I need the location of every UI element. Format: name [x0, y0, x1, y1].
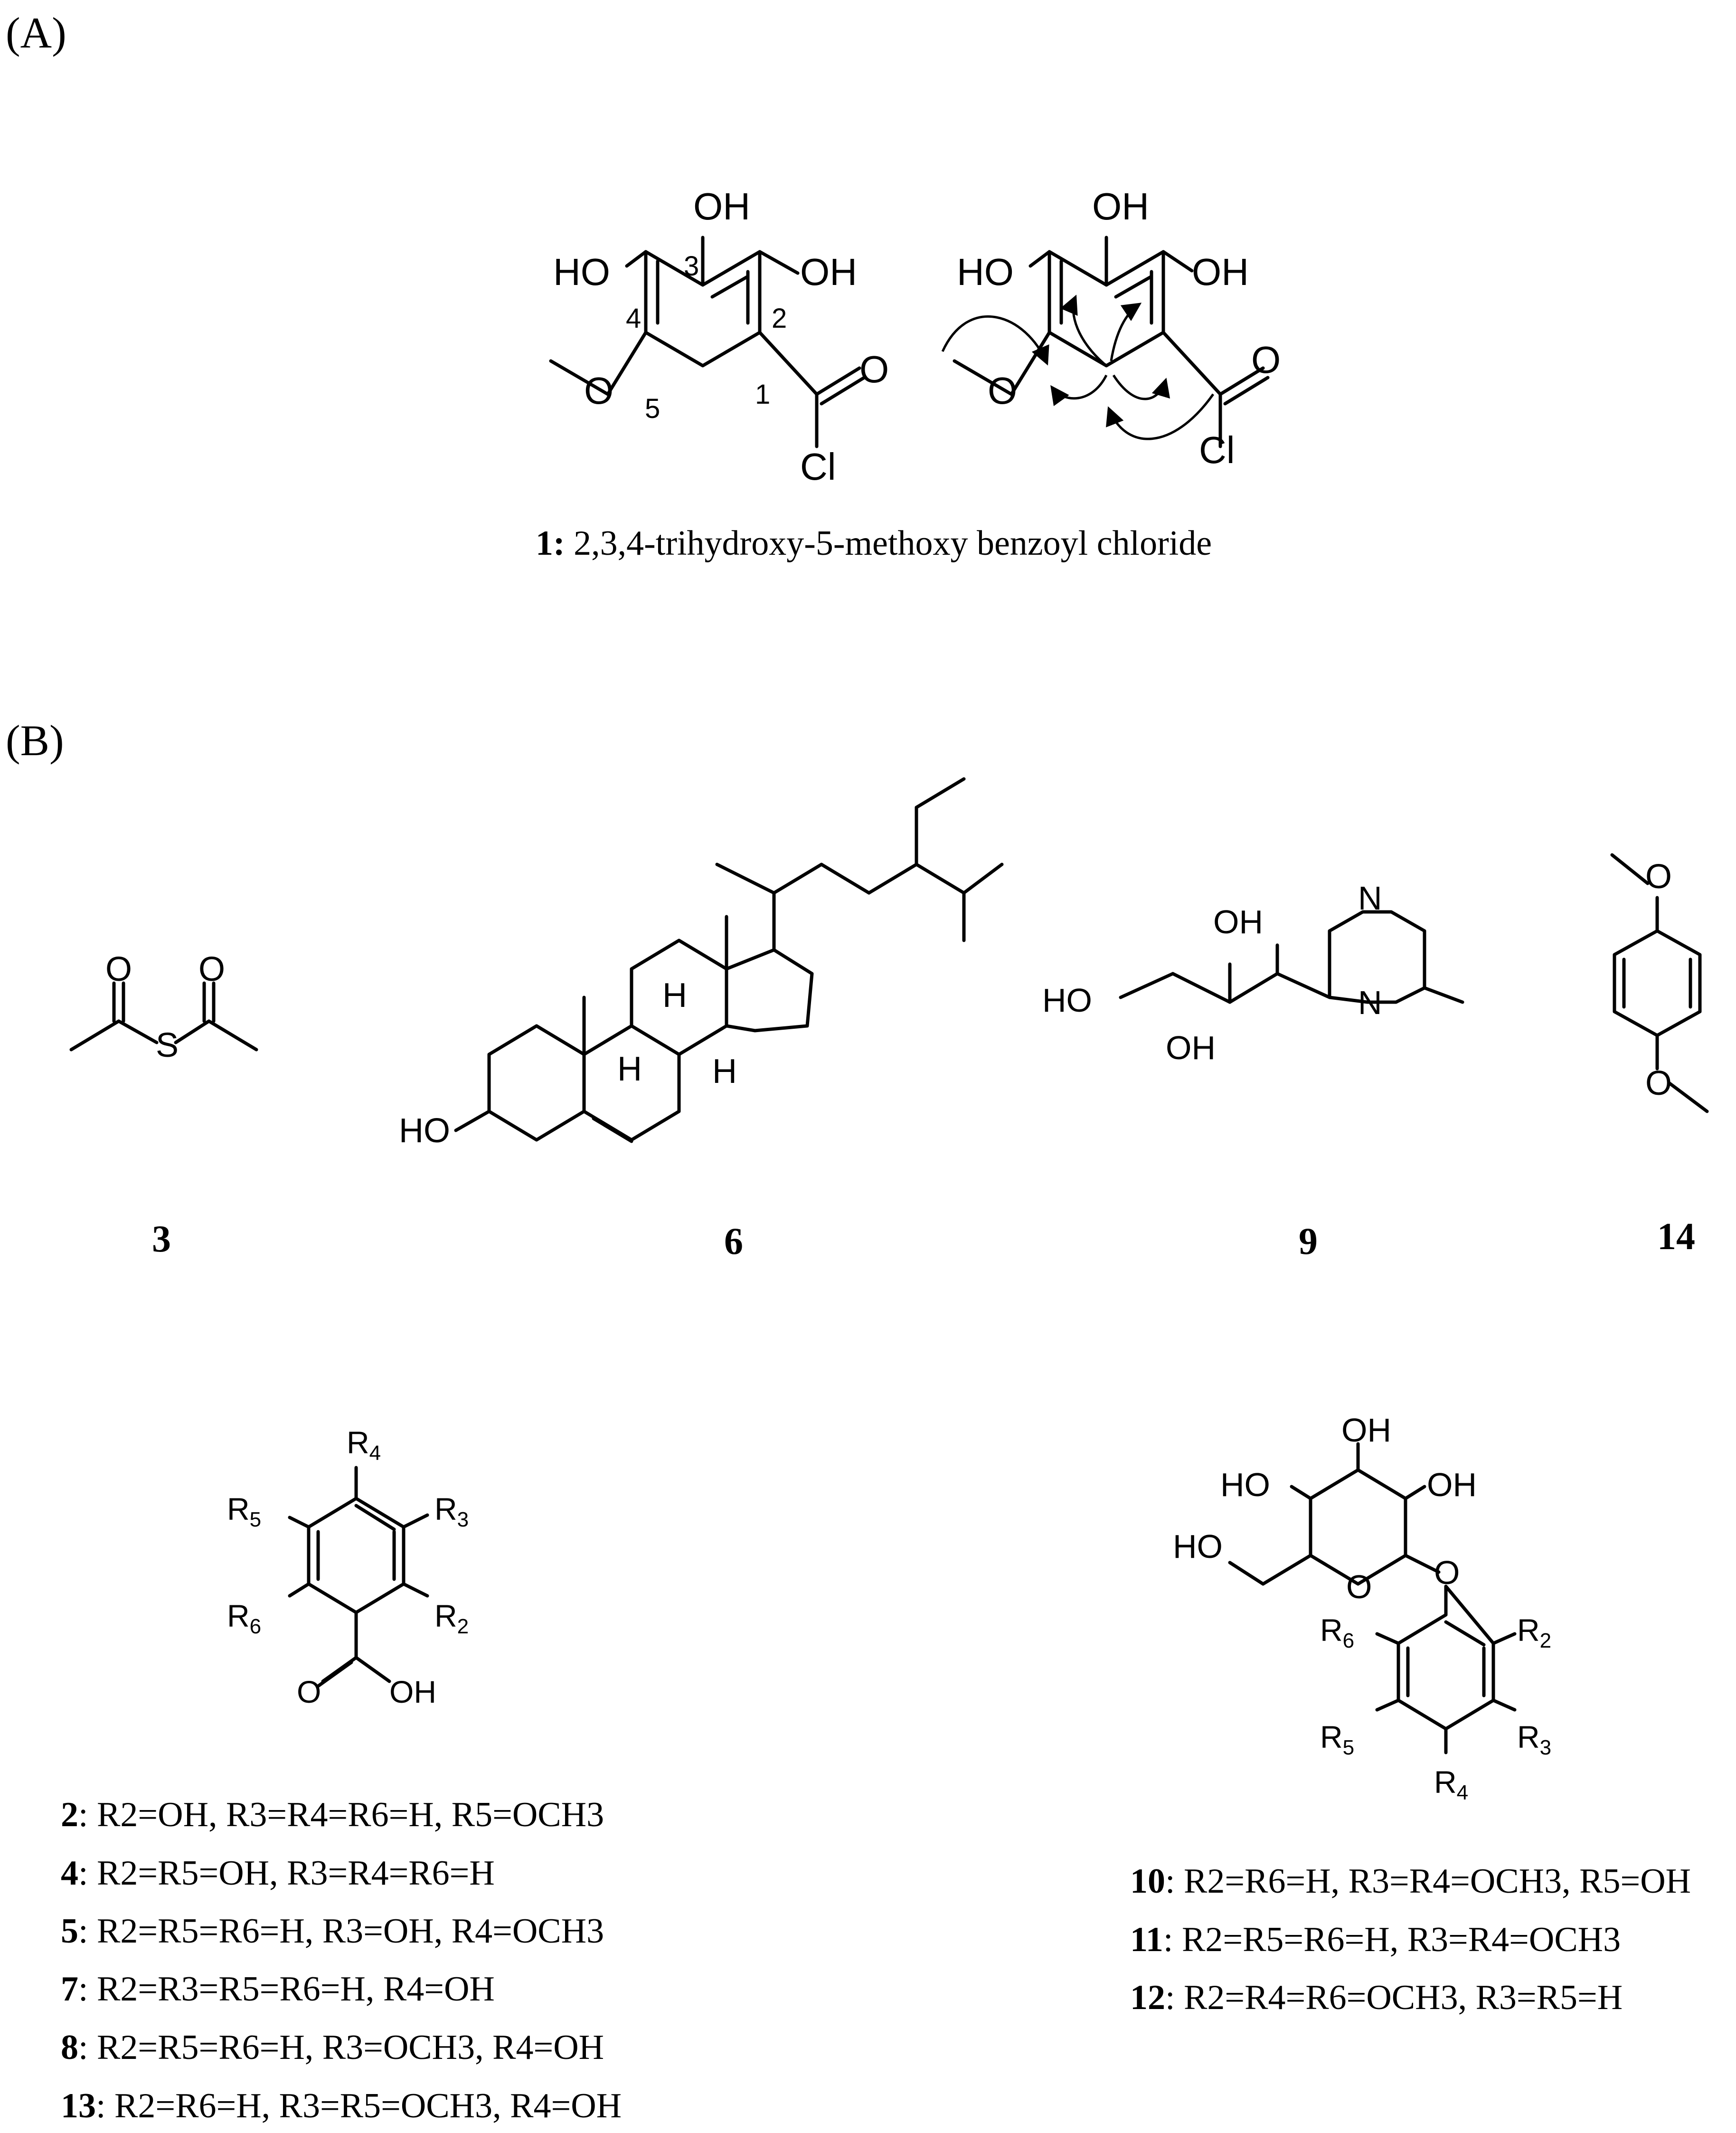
c1-atom-num-4: 4 [626, 303, 641, 334]
benzoic-r2: R2 [434, 1598, 469, 1638]
glyco-o-link: O [1434, 1554, 1460, 1591]
benzoic-r5: R5 [227, 1491, 261, 1531]
compound-3-structure [69, 981, 258, 1052]
glyco-oh-right: OH [1427, 1466, 1477, 1503]
benzoic-list-item: 4: R2=R5=OH, R3=R4=R6=H [61, 1854, 495, 1893]
c14-o-bottom: O [1645, 1064, 1672, 1102]
compound-1-caption-name: 2,3,4-trihydroxy-5-methoxy benzoyl chlor… [565, 524, 1212, 563]
c9-oh-top: OH [1213, 903, 1263, 940]
benzoic-list-item: 7: R2=R3=R5=R6=H, R4=OH [61, 1970, 495, 2009]
c1-hmbc-cl: Cl [1199, 429, 1235, 471]
glyco-r5: R5 [1320, 1719, 1354, 1759]
compound-1-caption: 1: 2,3,4-trihydroxy-5-methoxy benzoyl ch… [536, 524, 1212, 563]
glyco-o-ring: O [1346, 1568, 1372, 1605]
c9-ho: HO [1042, 982, 1092, 1019]
c1-atom-num-5: 5 [645, 393, 660, 424]
benzoic-core-structure [288, 1466, 429, 1688]
c1-cl: Cl [800, 446, 836, 488]
glycoside-list-item: 12: R2=R4=R6=OCH3, R3=R5=H [1130, 1978, 1623, 2017]
benzoic-derivative-list: 2: R2=OH, R3=R4=R6=H, R5=OCH3 4: R2=R5=O… [61, 1795, 622, 2125]
c3-s: S [156, 1026, 179, 1064]
compound-1-hmbc-structure [941, 236, 1270, 448]
compound-1-structure [549, 236, 866, 448]
compound-9-number: 9 [1299, 1221, 1318, 1262]
glyco-r6: R6 [1320, 1612, 1354, 1652]
c1-hmbc-oh-right: OH [1192, 251, 1249, 293]
c1-hmbc-o-methoxy: O [988, 370, 1017, 412]
compound-9-structure [1119, 910, 1464, 1004]
c1-ho-left: HO [553, 251, 610, 293]
compound-1-caption-number: 1: [536, 524, 565, 563]
c3-o-left: O [105, 950, 132, 988]
compound-14-structure [1610, 853, 1709, 1113]
compound-6-number: 6 [724, 1221, 743, 1262]
benzoic-o: O [297, 1674, 321, 1709]
c1-atom-num-3: 3 [684, 251, 699, 282]
benzoic-list-item: 13: R2=R6=H, R3=R5=OCH3, R4=OH [61, 2086, 622, 2125]
c3-o-right: O [198, 950, 225, 988]
benzoic-r3: R3 [434, 1491, 469, 1531]
c9-n-top: N [1358, 880, 1382, 917]
glycoside-list-item: 10: R2=R6=H, R3=R4=OCH3, R5=OH [1130, 1862, 1691, 1901]
c6-h-8: H [617, 1050, 642, 1088]
compound-14-number: 14 [1657, 1216, 1695, 1258]
glyco-r2: R2 [1517, 1612, 1551, 1652]
c1-oh-top: OH [693, 185, 750, 228]
glyco-oh-top: OH [1341, 1412, 1391, 1449]
benzoic-list-item: 8: R2=R5=R6=H, R3=OCH3, R4=OH [61, 2028, 604, 2067]
c1-o-carbonyl: O [859, 348, 889, 390]
compound-6-structure [454, 777, 1004, 1143]
benzoic-r6: R6 [227, 1598, 261, 1638]
panel-b-label: (B) [6, 716, 64, 765]
c14-o-top: O [1645, 858, 1672, 896]
c6-h-9: H [662, 976, 687, 1014]
glycoside-core-structure [1228, 1442, 1517, 1754]
glyco-r3: R3 [1517, 1719, 1551, 1759]
benzoic-r4: R4 [347, 1425, 381, 1465]
c1-hmbc-o-carbonyl: O [1251, 339, 1281, 381]
benzoic-list-item: 5: R2=R5=R6=H, R3=OH, R4=OCH3 [61, 1912, 604, 1951]
benzoic-oh: OH [389, 1674, 436, 1709]
c1-atom-num-1: 1 [755, 379, 770, 410]
c6-ho: HO [399, 1112, 450, 1150]
c9-oh-bottom: OH [1166, 1029, 1216, 1066]
c1-atom-num-2: 2 [772, 303, 787, 334]
c1-hmbc-oh-top: OH [1092, 185, 1149, 228]
glycoside-list-item: 11: R2=R5=R6=H, R3=R4=OCH3 [1130, 1920, 1621, 1959]
panel-a-label: (A) [6, 9, 66, 57]
c9-n-bottom: N [1358, 984, 1382, 1021]
glyco-r4: R4 [1434, 1764, 1468, 1804]
c1-o-methoxy: O [584, 370, 613, 412]
glyco-ho-left: HO [1220, 1466, 1270, 1503]
c1-hmbc-ho-left: HO [957, 251, 1014, 293]
compound-3-number: 3 [152, 1218, 171, 1260]
glyco-ho-ch2: HO [1173, 1528, 1223, 1565]
benzoic-list-item: 2: R2=OH, R3=R4=R6=H, R5=OCH3 [61, 1795, 604, 1834]
glycoside-derivative-list: 10: R2=R6=H, R3=R4=OCH3, R5=OH 11: R2=R5… [1130, 1862, 1691, 2017]
c6-h-14: H [712, 1052, 737, 1090]
c1-oh-right: OH [800, 251, 857, 293]
